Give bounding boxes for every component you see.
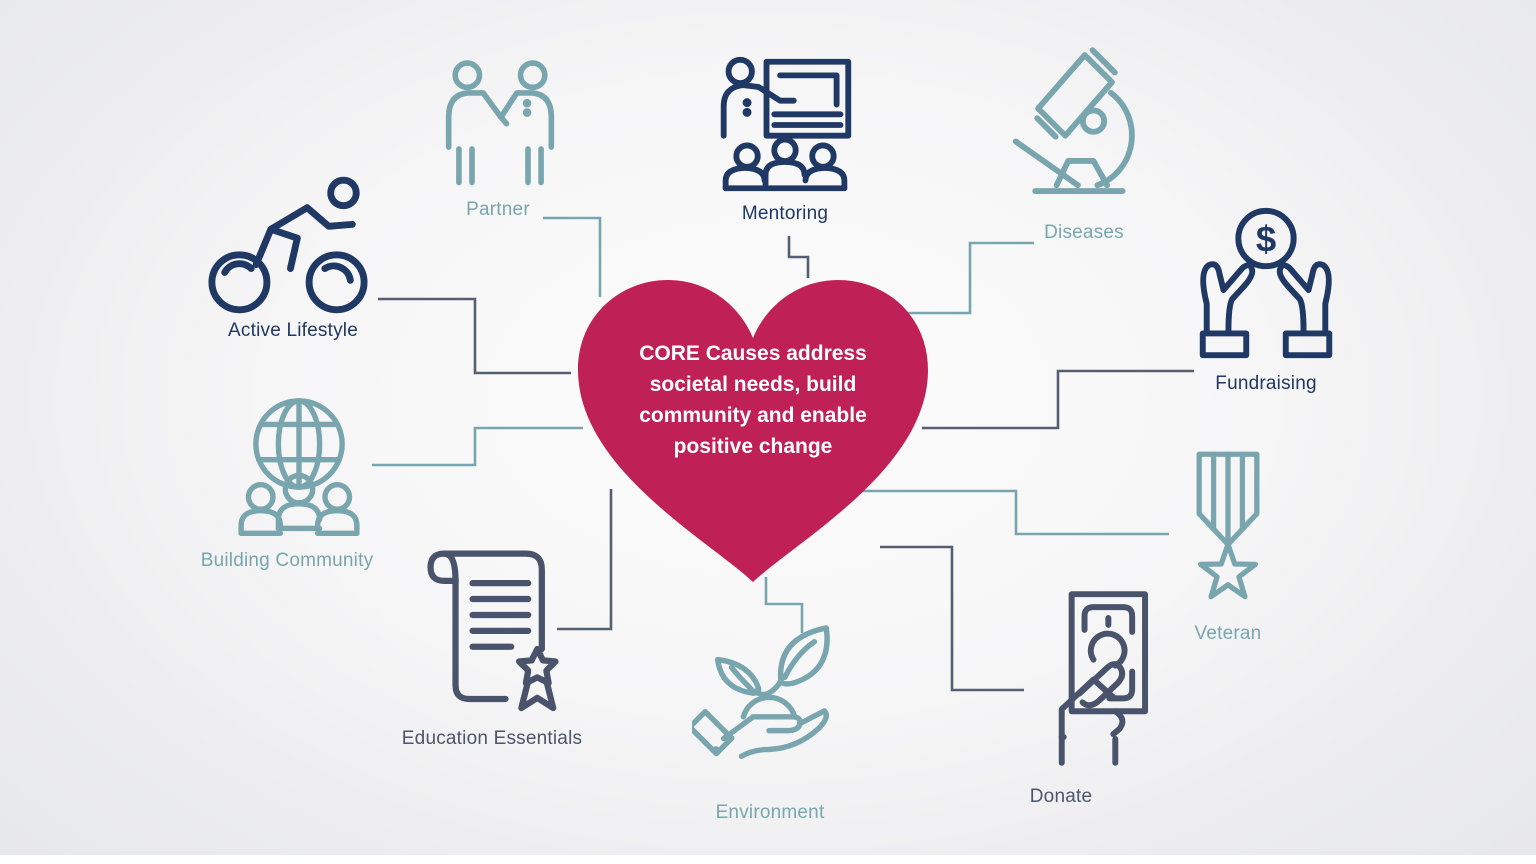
globe-people-icon bbox=[238, 398, 360, 536]
heart-message-line: positive change bbox=[673, 435, 833, 458]
medal-icon bbox=[1196, 451, 1260, 600]
hand-plant-icon bbox=[692, 625, 830, 760]
node-label: Building Community bbox=[200, 550, 374, 571]
node-fundraising: $ Fundraising bbox=[1182, 203, 1350, 394]
heart-message-line: societal needs, build bbox=[649, 373, 857, 396]
connector-mentoring bbox=[787, 236, 810, 278]
heart-path bbox=[578, 280, 928, 582]
node-mentoring: Mentoring bbox=[712, 52, 858, 224]
node-environment: Environment bbox=[692, 618, 850, 823]
hands-coin-icon: $ bbox=[1199, 207, 1333, 359]
node-active-lifestyle: Active Lifestyle bbox=[207, 170, 369, 341]
bottom-edge-strip bbox=[0, 855, 1536, 864]
node-label: Fundraising bbox=[1215, 373, 1317, 394]
node-label: Diseases bbox=[1044, 222, 1124, 243]
heart-message-line: CORE Causes address bbox=[639, 342, 867, 365]
node-label: Active Lifestyle bbox=[228, 320, 358, 341]
node-veteran: Veteran bbox=[1180, 448, 1276, 644]
dollar-symbol: $ bbox=[1256, 218, 1276, 259]
node-diseases: Diseases bbox=[1008, 40, 1144, 243]
node-partner: Partner bbox=[430, 56, 570, 220]
cyclist-icon bbox=[208, 176, 368, 314]
node-label: Donate bbox=[1029, 786, 1093, 807]
connector-veteran bbox=[862, 489, 1169, 536]
heart-shape bbox=[578, 278, 928, 582]
heart-message: CORE Causes address societal needs, buil… bbox=[600, 338, 906, 462]
node-label: Partner bbox=[466, 199, 530, 220]
connector-partner bbox=[543, 216, 602, 297]
connector-environment bbox=[764, 577, 804, 633]
node-education-essentials: Education Essentials bbox=[402, 540, 582, 749]
node-building-community: Building Community bbox=[201, 395, 373, 571]
presentation-icon bbox=[720, 56, 852, 192]
node-label: Mentoring bbox=[741, 203, 829, 224]
connector-fundraising bbox=[922, 369, 1194, 430]
connector-education-essentials bbox=[557, 489, 613, 631]
node-label: Education Essentials bbox=[401, 728, 583, 749]
partners-icon bbox=[445, 60, 555, 186]
microscope-icon bbox=[1012, 47, 1135, 194]
hand-money-icon bbox=[1058, 591, 1149, 766]
connector-active-lifestyle bbox=[378, 297, 571, 375]
heart-message-line: community and enable bbox=[639, 404, 867, 427]
connector-building-community bbox=[372, 426, 583, 467]
node-donate: Donate bbox=[1028, 588, 1152, 807]
node-label: Environment bbox=[715, 802, 825, 823]
connector-diseases bbox=[905, 241, 1034, 315]
node-label: Veteran bbox=[1194, 623, 1262, 644]
certificate-scroll-icon bbox=[427, 550, 559, 712]
connector-donate bbox=[880, 545, 1024, 692]
